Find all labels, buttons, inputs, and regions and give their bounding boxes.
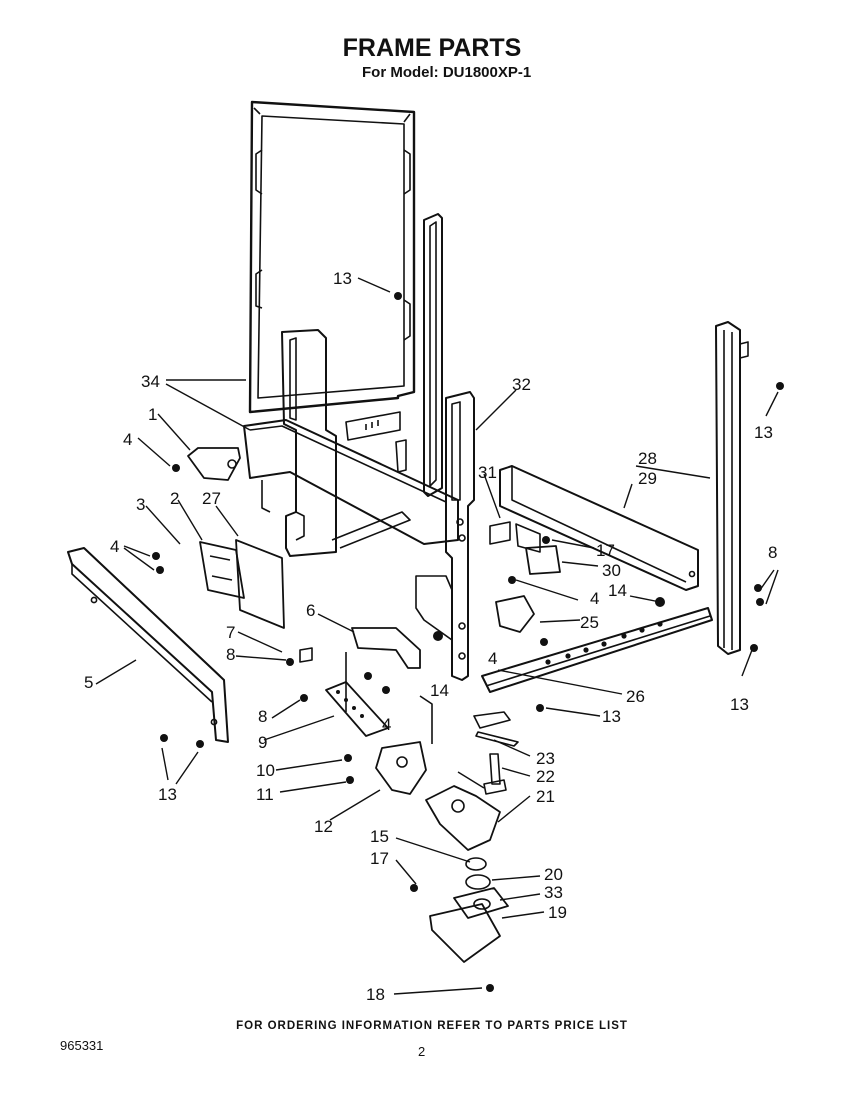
- left-bracket: [281, 329, 337, 557]
- callout-13: 13: [602, 707, 621, 726]
- callout-13: 13: [730, 695, 749, 714]
- callout-labels: 13 34 1 4 3 2 27 4 5 13 7 8 8 9 10 11 12…: [84, 269, 777, 1004]
- callout-30: 30: [602, 561, 621, 580]
- callout-13: 13: [754, 423, 773, 442]
- callout-1: 1: [148, 405, 157, 424]
- leader-lines: [95, 277, 779, 995]
- callout-17: 17: [596, 541, 615, 560]
- page-number: 2: [418, 1044, 426, 1059]
- callout-13: 13: [333, 269, 352, 288]
- callout-11: 11: [256, 785, 274, 804]
- callout-14: 14: [430, 681, 449, 700]
- callout-7: 7: [226, 623, 235, 642]
- lower-hinge-assembly: [299, 627, 433, 795]
- callout-31: 31: [478, 463, 497, 482]
- rear-right-rails: [715, 321, 749, 655]
- callout-4: 4: [488, 649, 497, 668]
- small-brackets: [489, 521, 561, 633]
- ordering-note: FOR ORDERING INFORMATION REFER TO PARTS …: [236, 1020, 628, 1032]
- callout-2: 2: [170, 489, 179, 508]
- callout-4: 4: [123, 430, 132, 449]
- callout-20: 20: [544, 865, 563, 884]
- callout-8: 8: [226, 645, 235, 664]
- callout-5: 5: [84, 673, 93, 692]
- front-panel: [67, 547, 229, 743]
- fasteners: [152, 292, 784, 992]
- callout-34: 34: [141, 372, 160, 391]
- leveler-assembly: [425, 711, 519, 963]
- callout-8: 8: [768, 543, 777, 562]
- center-rail: [423, 213, 443, 497]
- hinge-bracket: [187, 447, 241, 481]
- callout-10: 10: [256, 761, 275, 780]
- callout-29: 29: [638, 469, 657, 488]
- callout-19: 19: [548, 903, 567, 922]
- callout-21: 21: [536, 787, 555, 806]
- callout-12: 12: [314, 817, 333, 836]
- callout-9: 9: [258, 733, 267, 752]
- right-upright: [415, 391, 475, 681]
- page-title: FRAME PARTS: [342, 34, 522, 62]
- hinge-plate: [199, 539, 285, 629]
- callout-22: 22: [536, 767, 555, 786]
- document-number: 965331: [60, 1038, 104, 1053]
- door-frame: [248, 100, 416, 414]
- callout-27: 27: [202, 489, 221, 508]
- callout-23: 23: [536, 749, 555, 768]
- callout-26: 26: [626, 687, 645, 706]
- callout-3: 3: [136, 495, 145, 514]
- model-subtitle: For Model: DU1800XP-1: [362, 64, 532, 81]
- callout-4: 4: [110, 537, 119, 556]
- callout-15: 15: [370, 827, 389, 846]
- callout-32: 32: [512, 375, 531, 394]
- cross-beam: [243, 411, 459, 549]
- callout-33: 33: [544, 883, 563, 902]
- callout-13: 13: [158, 785, 177, 804]
- callout-18: 18: [366, 985, 385, 1004]
- callout-28: 28: [638, 449, 657, 468]
- callout-6: 6: [306, 601, 315, 620]
- callout-17: 17: [370, 849, 389, 868]
- callout-8: 8: [258, 707, 267, 726]
- side-rail: [499, 465, 699, 591]
- callout-25: 25: [580, 613, 599, 632]
- callout-14: 14: [608, 581, 627, 600]
- callout-4: 4: [382, 715, 391, 734]
- callout-4: 4: [590, 589, 599, 608]
